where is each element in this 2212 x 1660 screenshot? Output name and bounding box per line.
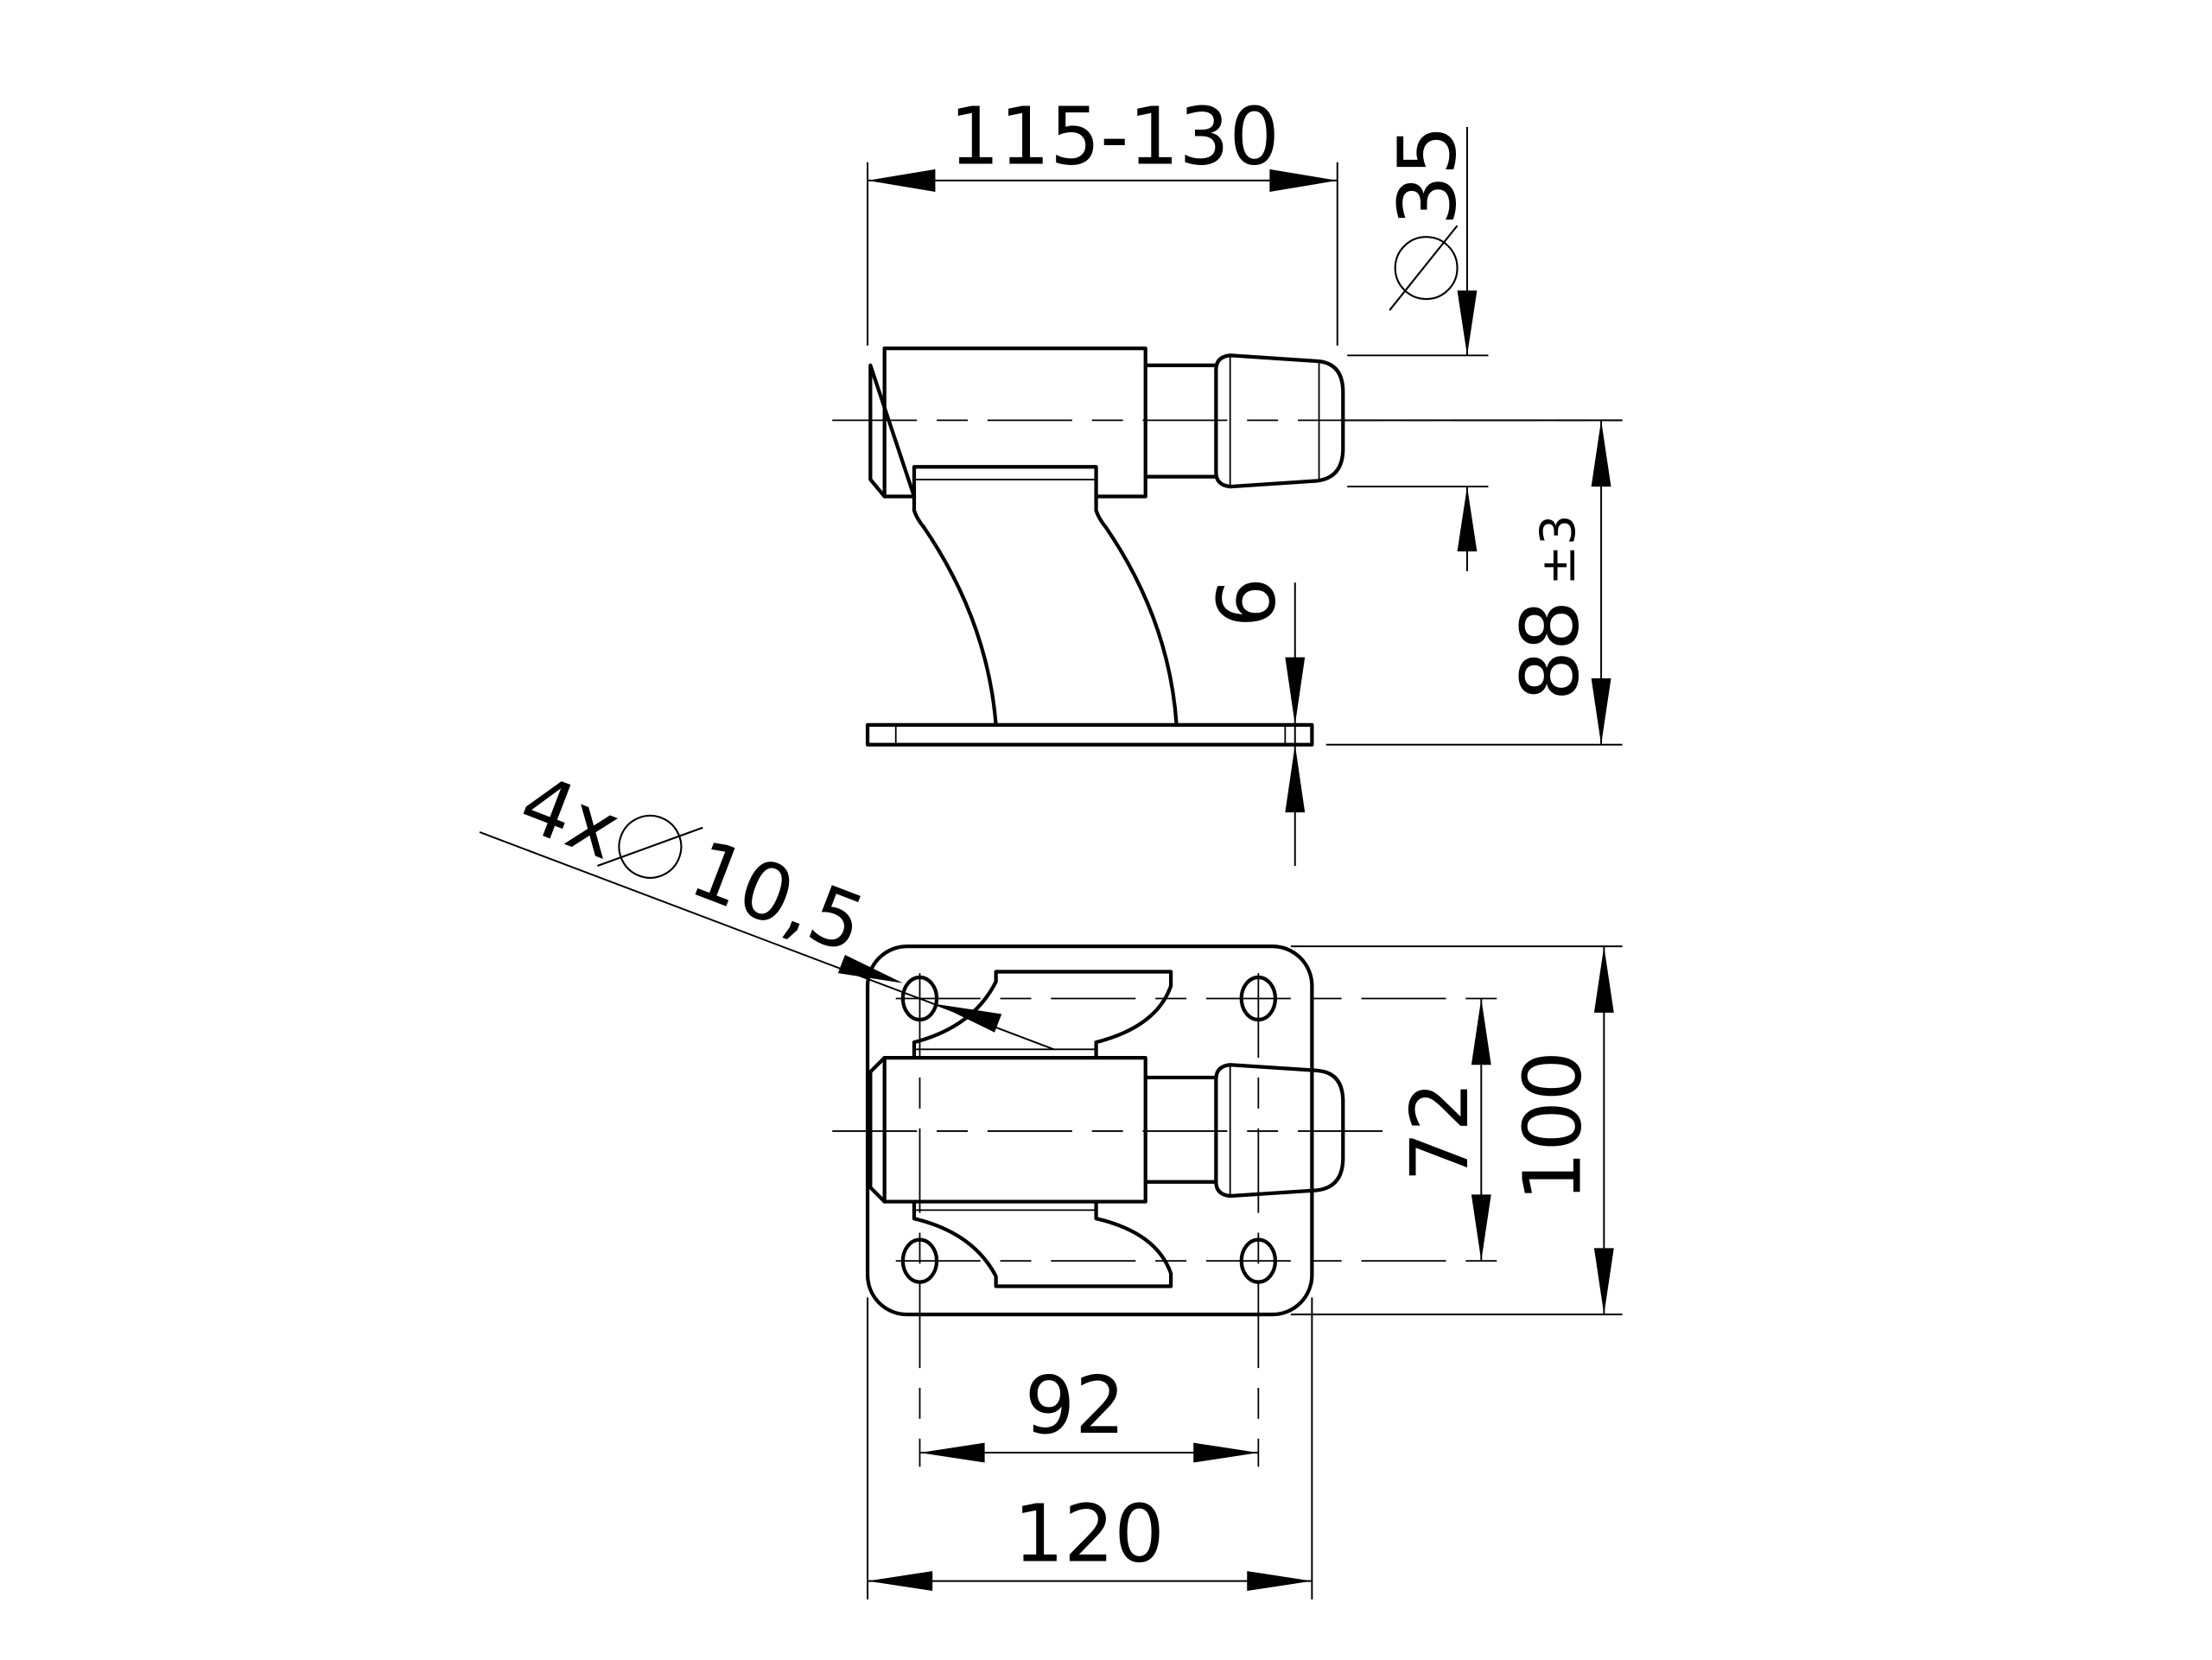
shaft bbox=[1143, 363, 1218, 479]
dim-text-plate-thickness: 6 bbox=[1200, 577, 1293, 627]
dim-text-hole-diameter: 10,5 bbox=[679, 822, 876, 971]
dimension-plate-thickness: 6 bbox=[1200, 577, 1306, 867]
dimension-length-range: 115-130 bbox=[867, 90, 1338, 346]
dim-text-plate-height: 100 bbox=[1507, 1051, 1599, 1201]
dimension-hole-spacing-horizontal: 92 bbox=[919, 1359, 1259, 1463]
rubber-bumper bbox=[1214, 353, 1345, 489]
dimension-plate-width: 120 bbox=[867, 1297, 1313, 1600]
dimension-bumper-diameter: 35 bbox=[1347, 125, 1489, 572]
diameter-symbol-icon bbox=[618, 814, 683, 879]
rubber-bumper-top bbox=[1214, 1063, 1345, 1199]
dim-text-height-tolerance: ±3 bbox=[1530, 515, 1586, 586]
base-plate bbox=[865, 722, 1314, 747]
cylinder-body bbox=[868, 347, 1147, 499]
dim-text-length: 115-130 bbox=[950, 90, 1280, 182]
mount-block bbox=[912, 465, 1098, 499]
diameter-symbol-icon bbox=[1394, 236, 1459, 301]
cylinder-body-top bbox=[868, 1055, 1147, 1204]
dim-text-hole-spacing-vertical: 72 bbox=[1394, 1081, 1486, 1181]
dimension-plate-height: 100 bbox=[1290, 945, 1623, 1316]
dim-text-height: 88 bbox=[1503, 601, 1596, 701]
curved-neck bbox=[912, 494, 998, 728]
dim-text-plate-width: 120 bbox=[1014, 1488, 1164, 1580]
dimension-height: 88 ±3 bbox=[1325, 419, 1623, 746]
hole-callout: 4x 10,5 bbox=[479, 756, 1054, 1051]
flange-upper bbox=[912, 970, 1173, 1060]
top-view bbox=[832, 944, 1503, 1467]
dimension-hole-spacing-vertical: 72 bbox=[1394, 998, 1491, 1262]
flange-lower bbox=[912, 1199, 1173, 1288]
front-view bbox=[832, 347, 1623, 747]
dim-text-bumper-diameter: 35 bbox=[1381, 125, 1473, 226]
mounting-plate bbox=[865, 944, 1314, 1317]
dim-text-hole-spacing-horizontal: 92 bbox=[1025, 1359, 1125, 1452]
